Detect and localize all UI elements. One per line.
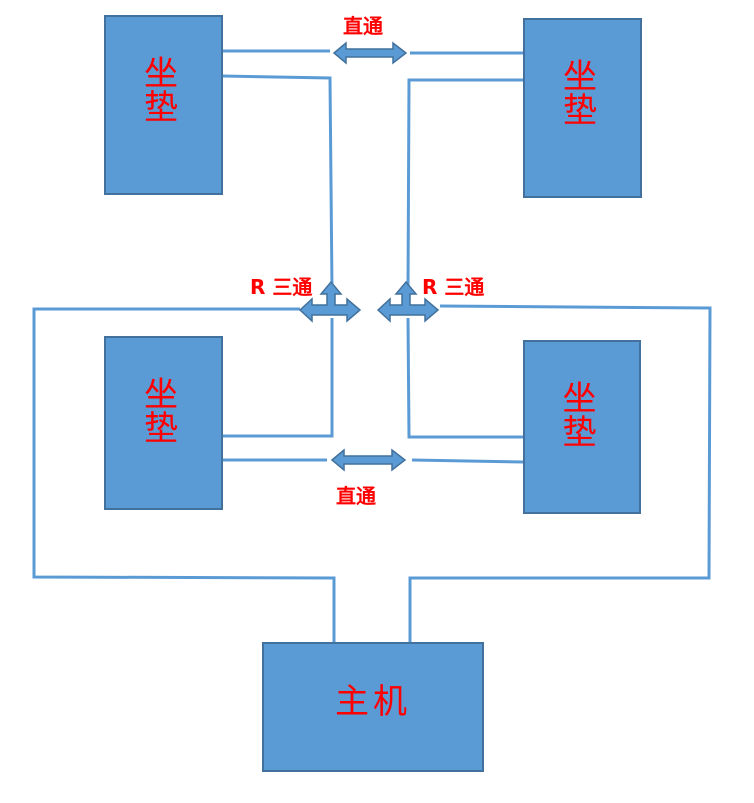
straight-connector-bottom-label: 直通 [336, 484, 376, 508]
straight-connector-top-label: 直通 [343, 14, 383, 38]
line-host-left [32, 307, 336, 643]
connection-lines [32, 49, 712, 643]
line-tl-lower [222, 74, 334, 291]
seat-label: 坐垫 [137, 55, 178, 123]
seat-top-right: 坐垫 [523, 18, 642, 198]
seat-label: 坐垫 [137, 376, 178, 444]
seat-label: 坐垫 [556, 58, 597, 126]
host-unit: 主机 [262, 642, 484, 772]
tee-arrow-left-icon [298, 280, 362, 323]
line-br-lower [411, 458, 524, 464]
double-arrow-bottom-icon [330, 448, 407, 472]
host-label: 主机 [335, 682, 411, 722]
seat-top-left: 坐垫 [104, 15, 223, 195]
line-tr-lower [406, 78, 523, 291]
tee-arrow-right-icon [376, 280, 440, 323]
seat-label: 坐垫 [556, 380, 596, 448]
seat-bottom-right: 坐垫 [523, 340, 641, 514]
line-br-upper [406, 317, 523, 439]
line-host-right [408, 304, 712, 643]
connector-shapes [298, 41, 440, 472]
double-arrow-top-icon [332, 41, 408, 65]
line-bl-upper [223, 318, 334, 438]
tee-connector-right-label: R 三通 [422, 275, 485, 299]
tee-connector-left-label: R 三通 [250, 275, 313, 299]
seat-bottom-left: 坐垫 [104, 336, 223, 510]
